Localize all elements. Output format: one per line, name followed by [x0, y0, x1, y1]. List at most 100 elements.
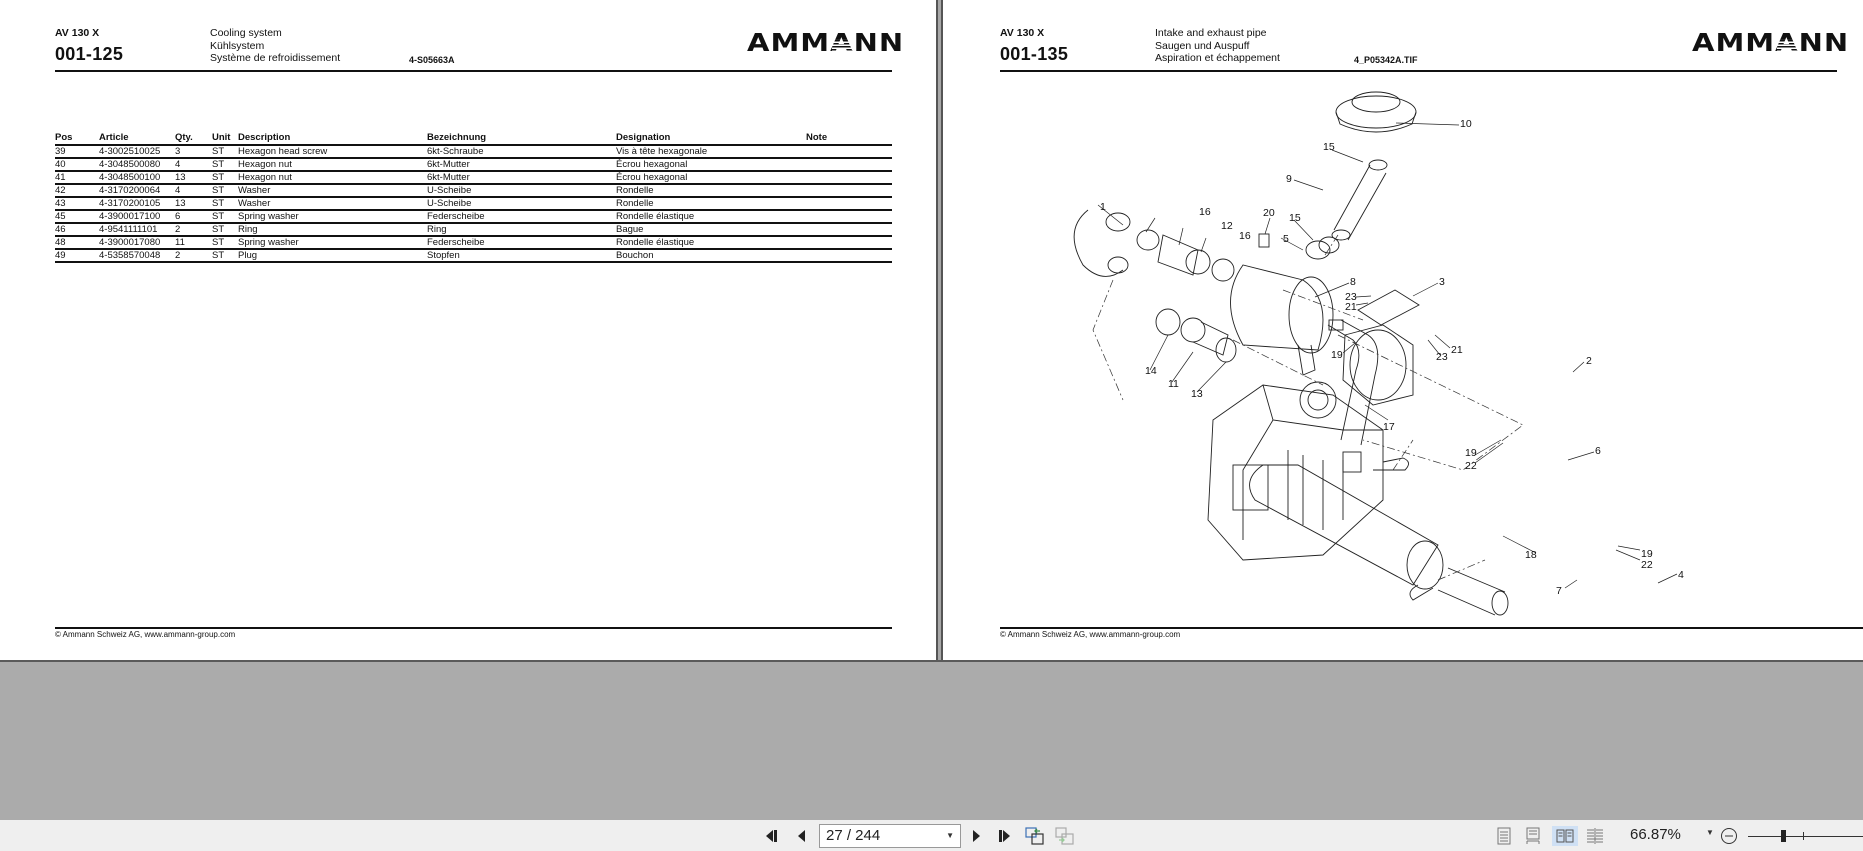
bezeichnung-cell: Federscheibe: [427, 210, 616, 224]
pos-cell: 49: [55, 249, 99, 263]
article-cell: 4-3048500100: [99, 171, 175, 185]
article-cell: 4-3002510025: [99, 145, 175, 159]
next-view-button[interactable]: [1054, 826, 1076, 846]
description-cell: Washer: [238, 184, 427, 198]
note-cell: [806, 249, 892, 263]
page-right: AV 130 X 001-135 Intake and exhaust pipe…: [943, 0, 1863, 660]
copyright-footer: © Ammann Schweiz AG, www.ammann-group.co…: [1000, 630, 1181, 639]
unit-cell: ST: [212, 158, 238, 172]
title-de: Saugen und Auspuff: [1155, 39, 1250, 52]
document-viewport[interactable]: AV 130 X 001-125 Cooling system Kühlsyst…: [0, 0, 1863, 820]
continuous-page-icon: [1526, 827, 1540, 844]
zoom-slider-thumb[interactable]: [1781, 830, 1786, 842]
last-page-button[interactable]: [993, 826, 1015, 846]
section-titles: Cooling system Kühlsystem Système de ref…: [210, 27, 340, 65]
drawing-reference: 4-S05663A: [409, 55, 455, 65]
callout-5: 5: [1283, 233, 1289, 245]
ammann-logo: AMMANN: [1692, 28, 1850, 57]
zoom-out-button[interactable]: [1718, 826, 1740, 846]
note-cell: [806, 171, 892, 185]
copyright-footer: © Ammann Schweiz AG, www.ammann-group.co…: [55, 630, 236, 639]
callout-19: 19: [1331, 349, 1343, 361]
designation-cell: Rondelle élastique: [616, 236, 806, 250]
title-fr: Système de refroidissement: [210, 52, 341, 64]
col-article: Article: [99, 131, 175, 146]
page-left: AV 130 X 001-125 Cooling system Kühlsyst…: [0, 0, 936, 660]
article-cell: 4-5358570048: [99, 249, 175, 263]
article-cell: 4-3170200064: [99, 184, 175, 198]
previous-view-icon: [1025, 827, 1044, 845]
callout-16b: 16: [1239, 230, 1251, 242]
zoom-dropdown-icon[interactable]: ▼: [1706, 828, 1714, 837]
page-number-input[interactable]: 27 / 244 ▼: [819, 824, 961, 848]
footer-rule: [55, 627, 892, 629]
designation-cell: Écrou hexagonal: [616, 158, 806, 172]
next-page-icon: [973, 830, 980, 842]
section-titles: Intake and exhaust pipe Saugen und Auspu…: [1155, 27, 1280, 65]
page-dropdown-icon[interactable]: ▼: [946, 831, 954, 840]
skip-to-first-icon: [766, 830, 777, 842]
col-description: Description: [238, 131, 427, 146]
callout-10: 10: [1460, 118, 1472, 130]
drawing-reference: 4_P05342A.TIF: [1354, 55, 1418, 65]
two-page-continuous-icon: [1587, 828, 1603, 844]
article-cell: 4-9541111101: [99, 223, 175, 237]
next-view-icon: [1055, 827, 1074, 845]
designation-cell: Rondelle: [616, 197, 806, 211]
pos-cell: 39: [55, 145, 99, 159]
designation-cell: Rondelle élastique: [616, 210, 806, 224]
view-single-page-button[interactable]: [1493, 826, 1515, 846]
pos-cell: 43: [55, 197, 99, 211]
callout-12: 12: [1221, 220, 1233, 232]
title-en: Cooling system: [210, 27, 282, 39]
view-continuous-button[interactable]: [1522, 826, 1544, 846]
single-page-icon: [1497, 827, 1511, 845]
qty-cell: 4: [175, 158, 212, 172]
designation-cell: Rondelle: [616, 184, 806, 198]
title-fr: Aspiration et échappement: [1155, 52, 1280, 64]
description-cell: Hexagon head screw: [238, 145, 427, 159]
zoom-out-icon: [1721, 828, 1737, 844]
section-code: 001-125: [55, 44, 124, 64]
callout-9: 9: [1286, 173, 1292, 185]
previous-page-icon: [798, 830, 805, 842]
unit-cell: ST: [212, 184, 238, 198]
description-cell: Plug: [238, 249, 427, 263]
page-indicator: 27 / 244: [826, 827, 881, 844]
bezeichnung-cell: Federscheibe: [427, 236, 616, 250]
callout-19b: 19: [1465, 447, 1477, 459]
view-two-page-button[interactable]: [1552, 826, 1578, 846]
col-designation: Designation: [616, 131, 806, 146]
callout-23b: 23: [1436, 351, 1448, 363]
zoom-slider-track[interactable]: [1748, 836, 1863, 837]
skip-to-last-icon: [999, 830, 1010, 842]
previous-view-button[interactable]: [1024, 826, 1046, 846]
previous-page-button[interactable]: [791, 826, 813, 846]
next-page-button[interactable]: [965, 826, 987, 846]
note-cell: [806, 223, 892, 237]
col-qty: Qty.: [175, 131, 212, 146]
exploded-parts-diagram: 10 15 9 1 16 12 16 20 15 5 8 23 21 3 14 …: [1073, 91, 1684, 616]
pos-cell: 40: [55, 158, 99, 172]
unit-cell: ST: [212, 223, 238, 237]
qty-cell: 13: [175, 197, 212, 211]
designation-cell: Vis à tête hexagonale: [616, 145, 806, 159]
col-pos: Pos: [55, 131, 99, 146]
unit-cell: ST: [212, 236, 238, 250]
zoom-level[interactable]: 66.87%: [1630, 826, 1681, 843]
note-cell: [806, 184, 892, 198]
title-de: Kühlsystem: [210, 39, 265, 52]
bezeichnung-cell: U-Scheibe: [427, 197, 616, 211]
qty-cell: 13: [175, 171, 212, 185]
callout-18: 18: [1525, 549, 1537, 561]
first-page-button[interactable]: [762, 826, 784, 846]
qty-cell: 3: [175, 145, 212, 159]
qty-cell: 11: [175, 236, 212, 250]
callout-23: 23: [1345, 291, 1357, 303]
view-two-page-continuous-button[interactable]: [1584, 826, 1606, 846]
